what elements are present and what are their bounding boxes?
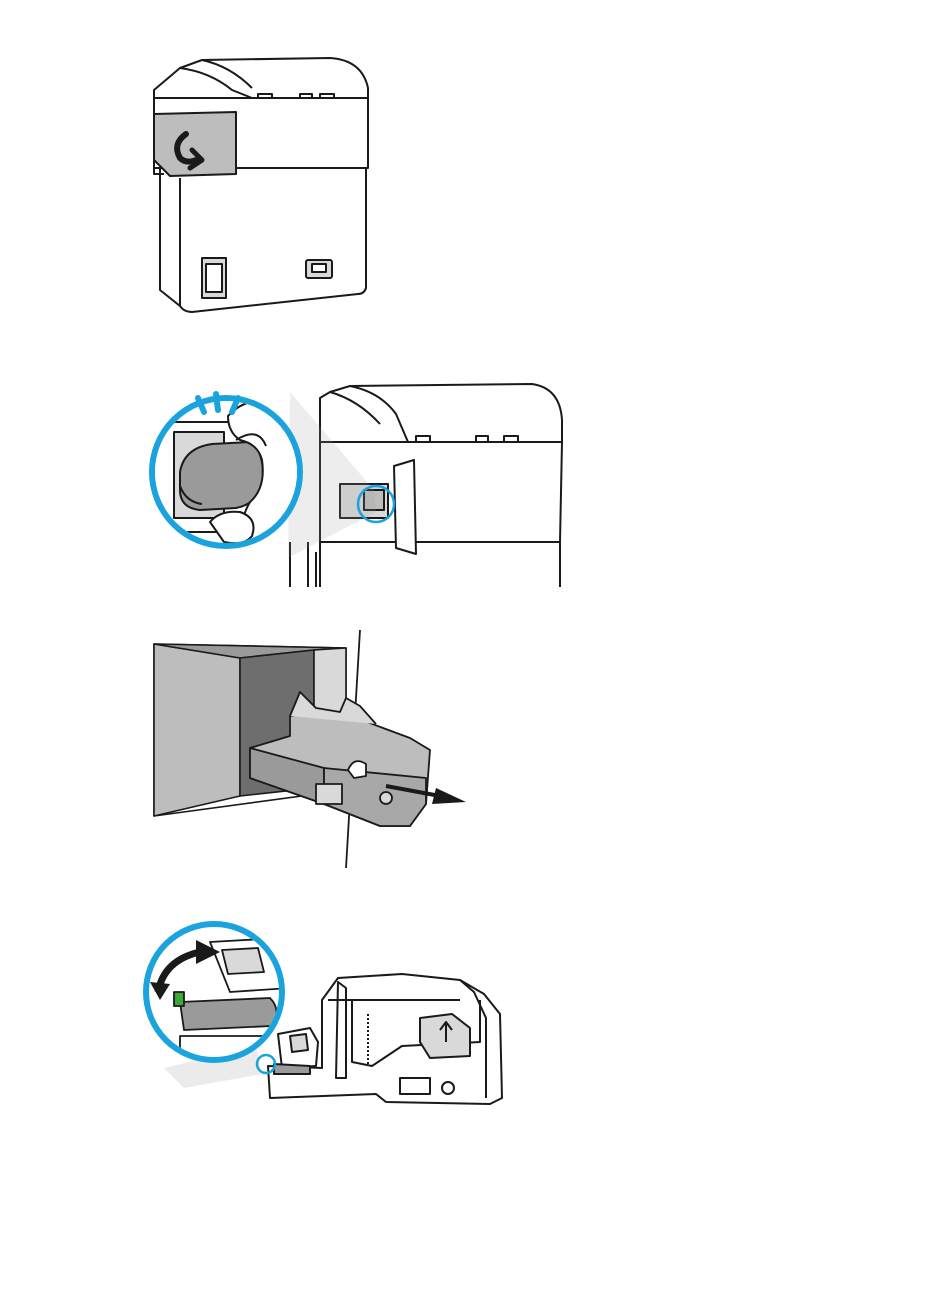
zoom-circle xyxy=(152,394,306,546)
cartridge-icon xyxy=(268,974,502,1104)
zoom-circle xyxy=(146,924,290,1076)
stapler-latch-figure xyxy=(140,362,580,587)
stapler-cartridge-figure xyxy=(140,628,480,878)
printer-icon xyxy=(154,58,368,312)
staple-cartridge-lever-figure xyxy=(140,918,510,1118)
printer-rear-door-figure xyxy=(140,50,390,320)
